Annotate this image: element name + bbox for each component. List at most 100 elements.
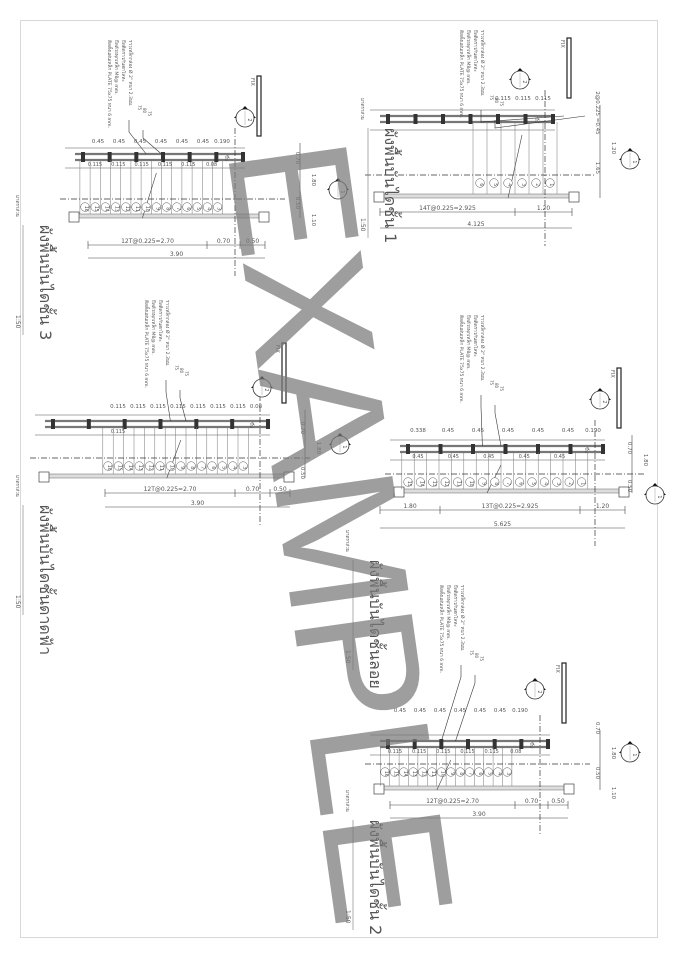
tread-number-circle bbox=[228, 461, 238, 471]
note-text: ยึดติดราวกันตกโลหะ bbox=[120, 40, 127, 83]
tread-number-circle bbox=[446, 767, 456, 777]
side-dimension-label: 0.70 bbox=[626, 442, 632, 455]
side-dimension-label: 1.20 bbox=[610, 142, 616, 155]
tread-number: 3 bbox=[505, 772, 511, 775]
leader-line bbox=[142, 130, 162, 155]
side-dimension-label: 0.70 bbox=[594, 722, 600, 735]
dimension-label: 0.45 bbox=[442, 428, 455, 434]
tread-number-circle bbox=[440, 477, 450, 487]
tread-number: 16 bbox=[106, 465, 112, 471]
tread-number: 8 bbox=[458, 772, 464, 775]
tread-number-circle bbox=[213, 202, 223, 212]
rail-post bbox=[107, 152, 112, 162]
dimension-label: 0.08 bbox=[250, 404, 263, 410]
note-text: ยึดติดราวกันตกโลหะ bbox=[472, 315, 479, 358]
fix-label: FIX bbox=[274, 345, 280, 353]
leader-line bbox=[494, 405, 502, 447]
rail-post bbox=[86, 419, 91, 429]
tread-number-circle bbox=[124, 461, 134, 471]
up-label: ขึ้น bbox=[248, 422, 255, 428]
dimension-label: 0.115 bbox=[535, 96, 551, 102]
tread-number-circle bbox=[151, 202, 161, 212]
dimension-label: 0.45 bbox=[483, 454, 494, 460]
wall-bottom bbox=[74, 213, 266, 219]
rail-post bbox=[187, 152, 192, 162]
tread-number-circle bbox=[113, 461, 123, 471]
dimension-label: 0.115 bbox=[130, 404, 146, 410]
rail-post bbox=[51, 419, 55, 429]
fixed-window bbox=[561, 662, 567, 724]
tread-number: 5 bbox=[486, 772, 492, 775]
note-dimension: 80 bbox=[179, 368, 184, 374]
rail-post bbox=[601, 444, 605, 454]
dimension-label: 0.115 bbox=[210, 404, 226, 410]
dimension-label: 0.115 bbox=[110, 404, 126, 410]
tread-number: 13 bbox=[137, 465, 143, 471]
tread-number: 9 bbox=[154, 207, 160, 210]
tread-number-circle bbox=[436, 767, 446, 777]
dimension-label: 0.45 bbox=[554, 454, 565, 460]
wall-bottom bbox=[379, 193, 576, 199]
tread-number-circle bbox=[186, 461, 196, 471]
tread-number: 1 bbox=[580, 482, 586, 485]
dimension-label: 0.115 bbox=[111, 429, 125, 435]
tread-number-circle bbox=[165, 461, 175, 471]
plan-title: ผังพื้นบันไดชั้น 2 bbox=[366, 820, 387, 935]
tread-number-circle bbox=[207, 461, 217, 471]
break-line bbox=[507, 134, 523, 199]
column-left bbox=[373, 191, 385, 203]
dimension-label: 0.190 bbox=[512, 708, 528, 714]
dimension-label: 0.115 bbox=[230, 404, 246, 410]
fixed-window bbox=[256, 75, 262, 137]
tread-number: 16 bbox=[83, 206, 89, 212]
tread-number-circle bbox=[552, 477, 562, 487]
dimension-label: 0.45 bbox=[92, 139, 105, 145]
dimension-label: 0.115 bbox=[436, 749, 450, 755]
rail-post bbox=[551, 114, 555, 124]
tread-number-circle bbox=[145, 461, 155, 471]
tread-number: 7 bbox=[175, 207, 181, 210]
tread-number-circle bbox=[399, 767, 409, 777]
dimension-label: 0.115 bbox=[485, 749, 499, 755]
tread-number: 5 bbox=[492, 183, 498, 186]
tread-number-circle bbox=[389, 767, 399, 777]
tread-number-circle bbox=[162, 202, 172, 212]
leader-line bbox=[128, 120, 147, 155]
section-marker-number: 1 bbox=[631, 160, 637, 163]
note-dimension: 80 bbox=[474, 653, 479, 659]
dimension-label: 0.115 bbox=[190, 404, 206, 410]
tread-number: 2 bbox=[534, 183, 540, 186]
dimension-label: 0.190 bbox=[585, 428, 601, 434]
wall-bottom bbox=[379, 785, 571, 791]
tread-number-circle bbox=[475, 178, 485, 188]
tread-number: 4 bbox=[231, 466, 237, 469]
dimension-label: 0.45 bbox=[454, 708, 467, 714]
side-dimension-label: 1.65 bbox=[594, 162, 600, 175]
tread-number-circle bbox=[141, 202, 151, 212]
side-dimension-label: 2@0.225 =0.45 bbox=[594, 91, 600, 135]
up-label: ขึ้น bbox=[528, 742, 535, 748]
note-text: ราวเหล็กกล่อง Ø 2" หนา 2.3มม. bbox=[127, 40, 135, 106]
dimension-label: 0.190 bbox=[214, 139, 230, 145]
tread-number: 6 bbox=[518, 482, 524, 485]
dimension-label: 0.50 bbox=[246, 238, 260, 245]
dimension-label: 0.70 bbox=[525, 798, 539, 805]
note-dimension: 80 bbox=[494, 383, 499, 389]
note-dimension: 80 bbox=[142, 108, 147, 114]
tread-number-circle bbox=[197, 461, 207, 471]
note-dimension: 80 bbox=[494, 98, 499, 104]
tread-number: 7 bbox=[468, 772, 474, 775]
tread-number: 5 bbox=[195, 207, 201, 210]
section-marker-number: 1 bbox=[656, 495, 662, 498]
note-dimension: 75 bbox=[489, 95, 494, 101]
tread-number: 9 bbox=[179, 466, 185, 469]
leader-line bbox=[179, 390, 187, 422]
section-marker-number: 2 bbox=[263, 388, 269, 391]
tread-number: 9 bbox=[480, 482, 486, 485]
dimension-label: 0.45 bbox=[414, 708, 427, 714]
rail-post bbox=[406, 444, 410, 454]
tread-number: 15 bbox=[116, 465, 122, 471]
dimension-label: 0.338 bbox=[410, 428, 426, 434]
